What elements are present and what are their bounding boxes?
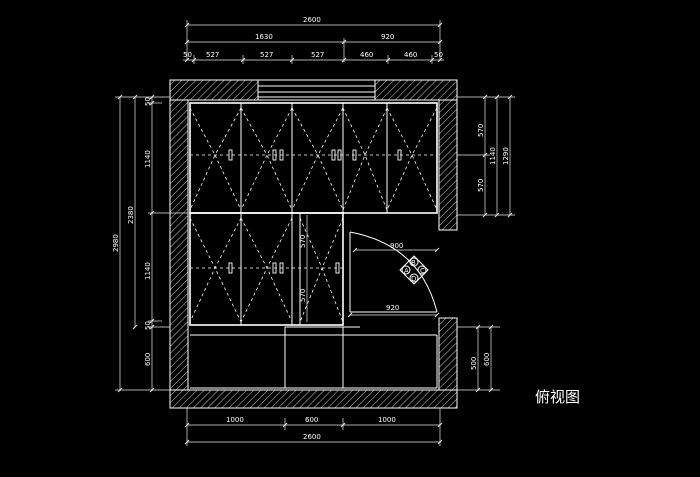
marker-label-b: B bbox=[411, 259, 416, 267]
dim-right-570-upper: 570 bbox=[477, 124, 485, 137]
dim-570-lower-interior: 570 bbox=[299, 289, 307, 302]
wall-right-upper bbox=[438, 99, 458, 231]
left-dimensions: 2980 2380 50 1140 1140 50 600 bbox=[112, 94, 188, 393]
dim-top-50-left: 50 bbox=[183, 51, 192, 59]
dim-top-460-1: 460 bbox=[360, 51, 373, 59]
dim-right-500: 500 bbox=[470, 357, 478, 370]
dim-left-50-top: 50 bbox=[144, 97, 152, 106]
wall-right-lower bbox=[438, 317, 458, 391]
top-dimensions: 2600 1630 920 50 527 527 527 460 460 50 bbox=[183, 16, 444, 64]
handle-icon bbox=[331, 149, 336, 161]
handle-icon bbox=[397, 149, 402, 161]
bottom-dimensions: 1000 600 1000 2600 bbox=[184, 408, 443, 446]
handle-icon bbox=[279, 262, 284, 274]
dim-bottom-1000-left: 1000 bbox=[226, 416, 244, 424]
dim-top-460-2: 460 bbox=[404, 51, 417, 59]
wardrobe-lower-row: 570 570 bbox=[189, 212, 344, 326]
dim-570-upper-interior: 570 bbox=[299, 235, 307, 248]
wardrobe-upper-row bbox=[189, 102, 438, 214]
dim-bottom-total: 2600 bbox=[303, 433, 321, 441]
marker-label-d: D bbox=[411, 275, 416, 283]
view-title: 俯视图 bbox=[535, 388, 580, 406]
handle-icon bbox=[228, 149, 233, 161]
handle-icon bbox=[279, 149, 284, 161]
handle-icon bbox=[272, 149, 277, 161]
bottom-cabinets bbox=[190, 326, 438, 389]
dim-door-920: 920 bbox=[386, 304, 399, 312]
dim-door-900: 900 bbox=[390, 242, 403, 250]
handle-icon bbox=[352, 149, 357, 161]
marker-label-a: A bbox=[404, 267, 409, 275]
dim-left-total: 2980 bbox=[112, 234, 120, 252]
dim-left-50-bottom: 50 bbox=[144, 321, 152, 330]
dim-right-570-lower: 570 bbox=[477, 179, 485, 192]
dim-top-1630: 1630 bbox=[255, 33, 273, 41]
right-dimensions: 570 570 1140 1290 500 600 bbox=[457, 94, 515, 393]
handle-icon bbox=[337, 149, 342, 161]
handle-icon bbox=[228, 262, 233, 274]
dim-left-2380: 2380 bbox=[127, 206, 135, 224]
wall-bottom bbox=[169, 389, 458, 409]
dim-left-600: 600 bbox=[144, 353, 152, 366]
dim-top-527-2: 527 bbox=[260, 51, 273, 59]
dim-top-527-1: 527 bbox=[206, 51, 219, 59]
dim-left-1140-lower: 1140 bbox=[144, 262, 152, 280]
marker-label-c: C bbox=[420, 267, 425, 275]
dim-top-527-3: 527 bbox=[311, 51, 324, 59]
dim-bottom-1000-right: 1000 bbox=[378, 416, 396, 424]
compass-marker-icon: B C A D bbox=[399, 255, 429, 285]
handle-icon bbox=[335, 262, 340, 274]
handle-icon bbox=[272, 262, 277, 274]
dim-top-50-right: 50 bbox=[434, 51, 443, 59]
wall-group bbox=[169, 79, 458, 409]
door: 900 920 B C A D bbox=[347, 231, 440, 318]
dim-left-1140-upper: 1140 bbox=[144, 150, 152, 168]
top-window bbox=[257, 79, 376, 101]
dim-bottom-600: 600 bbox=[305, 416, 318, 424]
dim-right-1290: 1290 bbox=[502, 147, 510, 165]
dim-right-600: 600 bbox=[483, 353, 491, 366]
dim-top-total: 2600 bbox=[303, 16, 321, 24]
wall-left bbox=[169, 99, 189, 391]
dim-right-1140: 1140 bbox=[489, 147, 497, 165]
dim-top-920: 920 bbox=[381, 33, 394, 41]
